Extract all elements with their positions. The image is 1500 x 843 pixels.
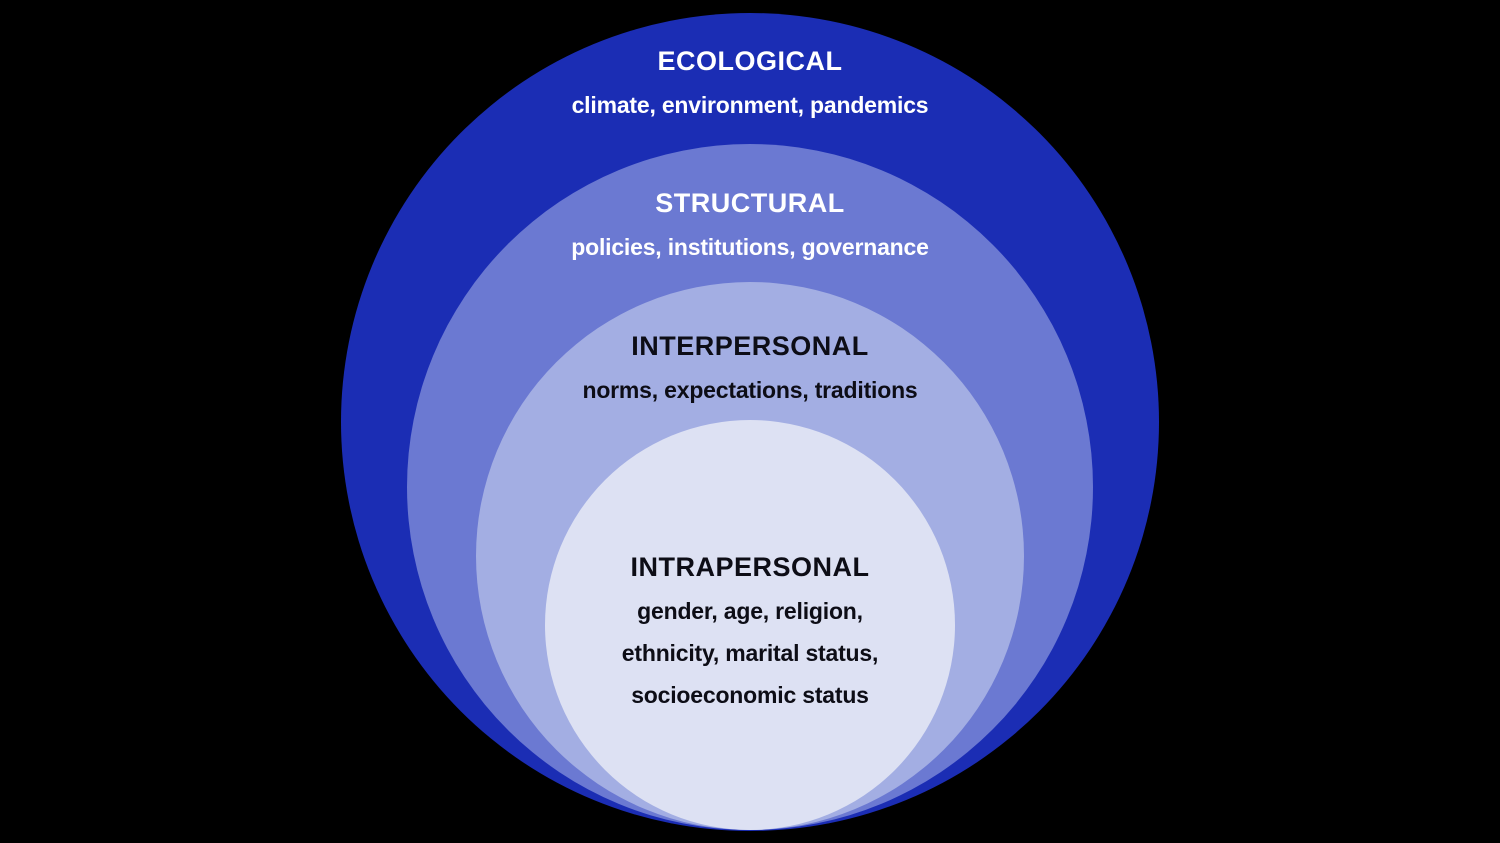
ecological-title: ECOLOGICAL (657, 46, 843, 76)
subtitle-line: policies, institutions, governance (571, 234, 929, 260)
subtitle-line: ethnicity, marital status, (621, 640, 879, 666)
subtitle-line: norms, expectations, traditions (582, 377, 918, 403)
subtitle-line: socioeconomic status (631, 682, 869, 708)
subtitle-line: climate, environment, pandemics (571, 92, 929, 118)
interpersonal-title: INTERPERSONAL (631, 331, 869, 361)
structural-title: STRUCTURAL (655, 188, 845, 218)
label-interpersonal: INTERPERSONAL norms, expectations, tradi… (450, 330, 1050, 411)
structural-subtitle: policies, institutions, governance (450, 226, 1050, 268)
circle-intrapersonal (545, 420, 955, 830)
label-intrapersonal: INTRAPERSONAL gender, age, religion, eth… (450, 551, 1050, 716)
interpersonal-subtitle: norms, expectations, traditions (450, 369, 1050, 411)
intrapersonal-title: INTRAPERSONAL (630, 552, 870, 582)
intrapersonal-subtitle: gender, age, religion, ethnicity, marita… (450, 590, 1050, 716)
label-structural: STRUCTURAL policies, institutions, gover… (450, 187, 1050, 268)
ecological-subtitle: climate, environment, pandemics (450, 84, 1050, 126)
subtitle-line: gender, age, religion, (637, 598, 863, 624)
label-ecological: ECOLOGICAL climate, environment, pandemi… (450, 45, 1050, 126)
